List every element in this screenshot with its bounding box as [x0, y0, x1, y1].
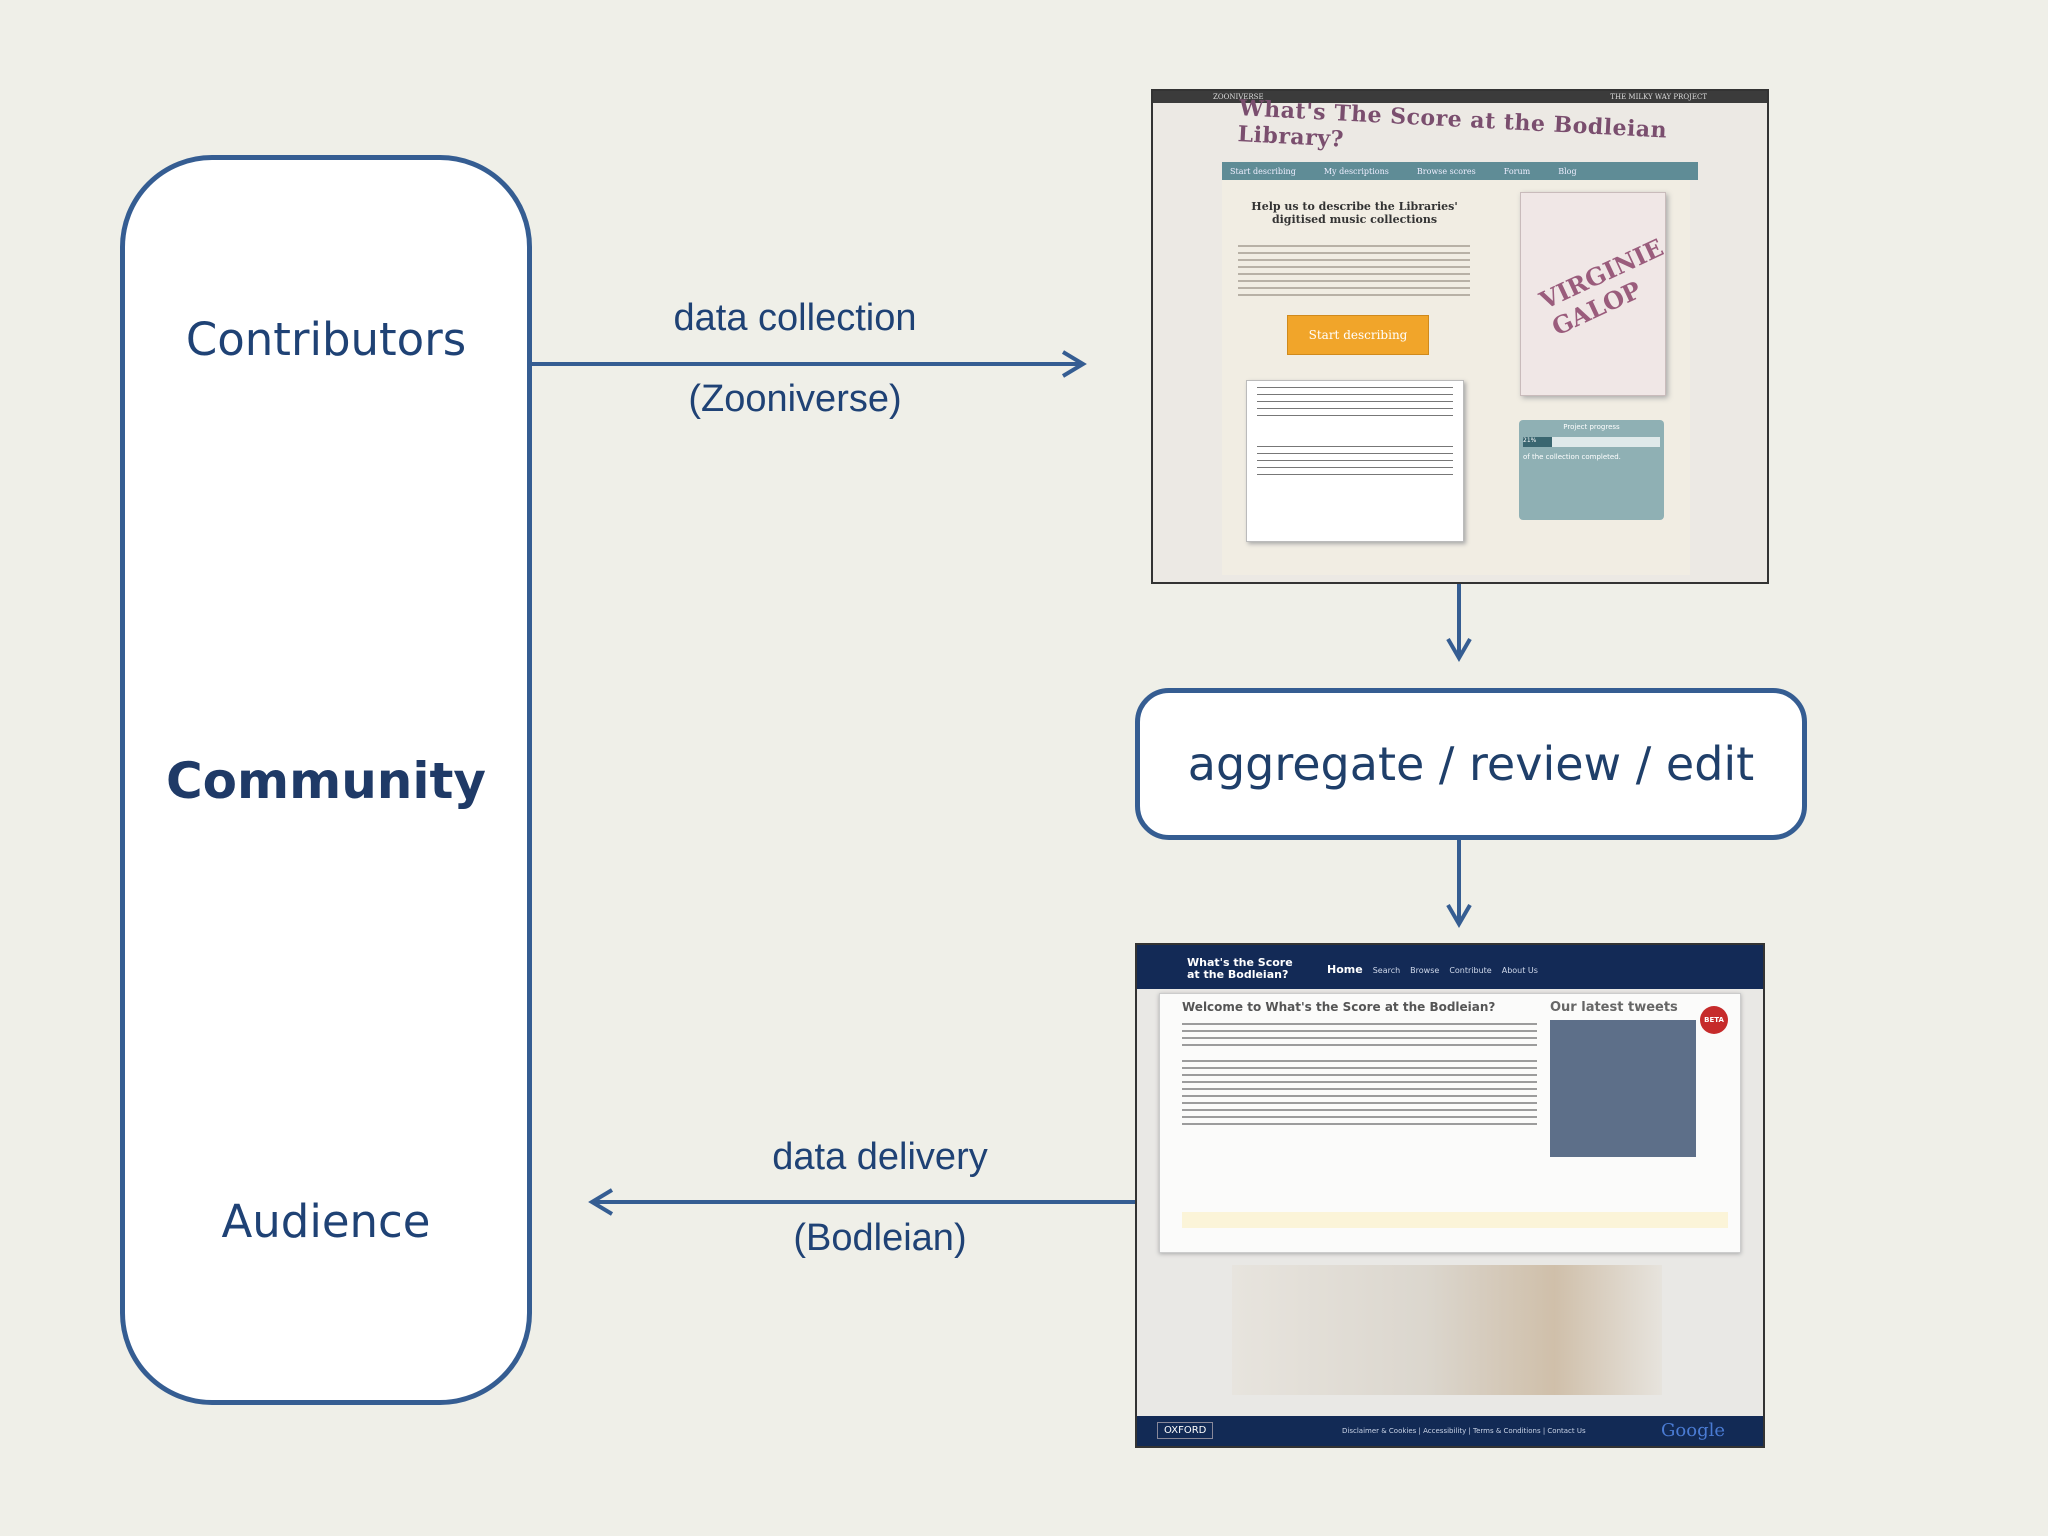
zooniverse-nav-item[interactable]: Start describing	[1230, 166, 1296, 176]
audience-label: Audience	[221, 1195, 431, 1248]
progress-text: of the collection completed.	[1523, 453, 1621, 461]
collection-label: data collection	[673, 297, 917, 339]
bodleian-header: What's the Score at the Bodleian? Home S…	[1137, 945, 1763, 989]
score-cover-title: VIRGINIE GALOP	[1534, 232, 1668, 342]
bodleian-nav: Home Search Browse Contribute About Us	[1327, 963, 1538, 976]
bodleian-screenshot: What's the Score at the Bodleian? Home S…	[1135, 943, 1765, 1448]
down-arrow-1-head	[1446, 637, 1472, 662]
tweets-heading: Our latest tweets	[1550, 1000, 1678, 1015]
bodleian-content-card: Welcome to What's the Score at the Bodle…	[1159, 993, 1741, 1253]
sheet-music-thumbnail	[1246, 380, 1464, 542]
zooniverse-nav-item[interactable]: Browse scores	[1416, 166, 1476, 176]
oxford-logo[interactable]: OXFORD	[1157, 1422, 1214, 1439]
progress-title: Project progress	[1563, 423, 1620, 431]
contributors-label: Contributors	[185, 313, 467, 366]
bodleian-footer: OXFORD Disclaimer & Cookies | Accessibil…	[1137, 1416, 1763, 1446]
welcome-body-text	[1182, 1018, 1537, 1130]
community-box: Contributors Community Audience	[120, 155, 532, 1405]
progress-bar: 21%	[1523, 437, 1660, 447]
bodleian-site-logo[interactable]: What's the Score at the Bodleian?	[1187, 956, 1293, 981]
development-note	[1182, 1212, 1728, 1228]
zooniverse-main: Help us to describe the Libraries' digit…	[1222, 180, 1690, 575]
nav-item[interactable]: Browse	[1410, 966, 1440, 975]
aggregate-review-edit-box: aggregate / review / edit	[1135, 688, 1807, 840]
beta-badge: BETA	[1700, 1006, 1728, 1034]
community-label: Community	[165, 752, 487, 810]
collection-sublabel: (Zooniverse)	[688, 378, 902, 420]
nav-item[interactable]: Contribute	[1449, 966, 1492, 975]
project-progress-panel: Project progress 21% of the collection c…	[1519, 420, 1664, 520]
zooniverse-nav-item[interactable]: My descriptions	[1323, 166, 1389, 176]
welcome-heading: Welcome to What's the Score at the Bodle…	[1182, 1000, 1496, 1014]
collection-arrowhead	[1061, 350, 1087, 378]
start-describing-button[interactable]: Start describing	[1287, 315, 1429, 355]
progress-fill: 21%	[1523, 437, 1552, 447]
zooniverse-heading: Help us to describe the Libraries' digit…	[1251, 200, 1458, 226]
footer-links[interactable]: Disclaimer & Cookies | Accessibility | T…	[1342, 1427, 1586, 1435]
zooniverse-nav-item[interactable]: Blog	[1558, 166, 1577, 176]
zooniverse-body-text	[1238, 240, 1470, 301]
down-arrow-2-head	[1446, 903, 1472, 928]
aggregate-review-edit-label: aggregate / review / edit	[1187, 737, 1755, 791]
google-logo: Google	[1661, 1420, 1725, 1441]
zooniverse-nav-item[interactable]: Forum	[1503, 166, 1531, 176]
zooniverse-nav: Start describing My descriptions Browse …	[1222, 162, 1698, 180]
nav-item[interactable]: About Us	[1501, 966, 1538, 975]
delivery-sublabel: (Bodleian)	[793, 1217, 967, 1259]
nav-home[interactable]: Home	[1327, 963, 1363, 976]
delivery-arrowhead	[588, 1188, 614, 1216]
bodleian-background-image	[1232, 1265, 1662, 1395]
delivery-label: data delivery	[772, 1136, 988, 1178]
tweets-panel	[1550, 1020, 1696, 1157]
nav-item[interactable]: Search	[1372, 966, 1401, 975]
score-cover-image: VIRGINIE GALOP	[1520, 192, 1668, 396]
